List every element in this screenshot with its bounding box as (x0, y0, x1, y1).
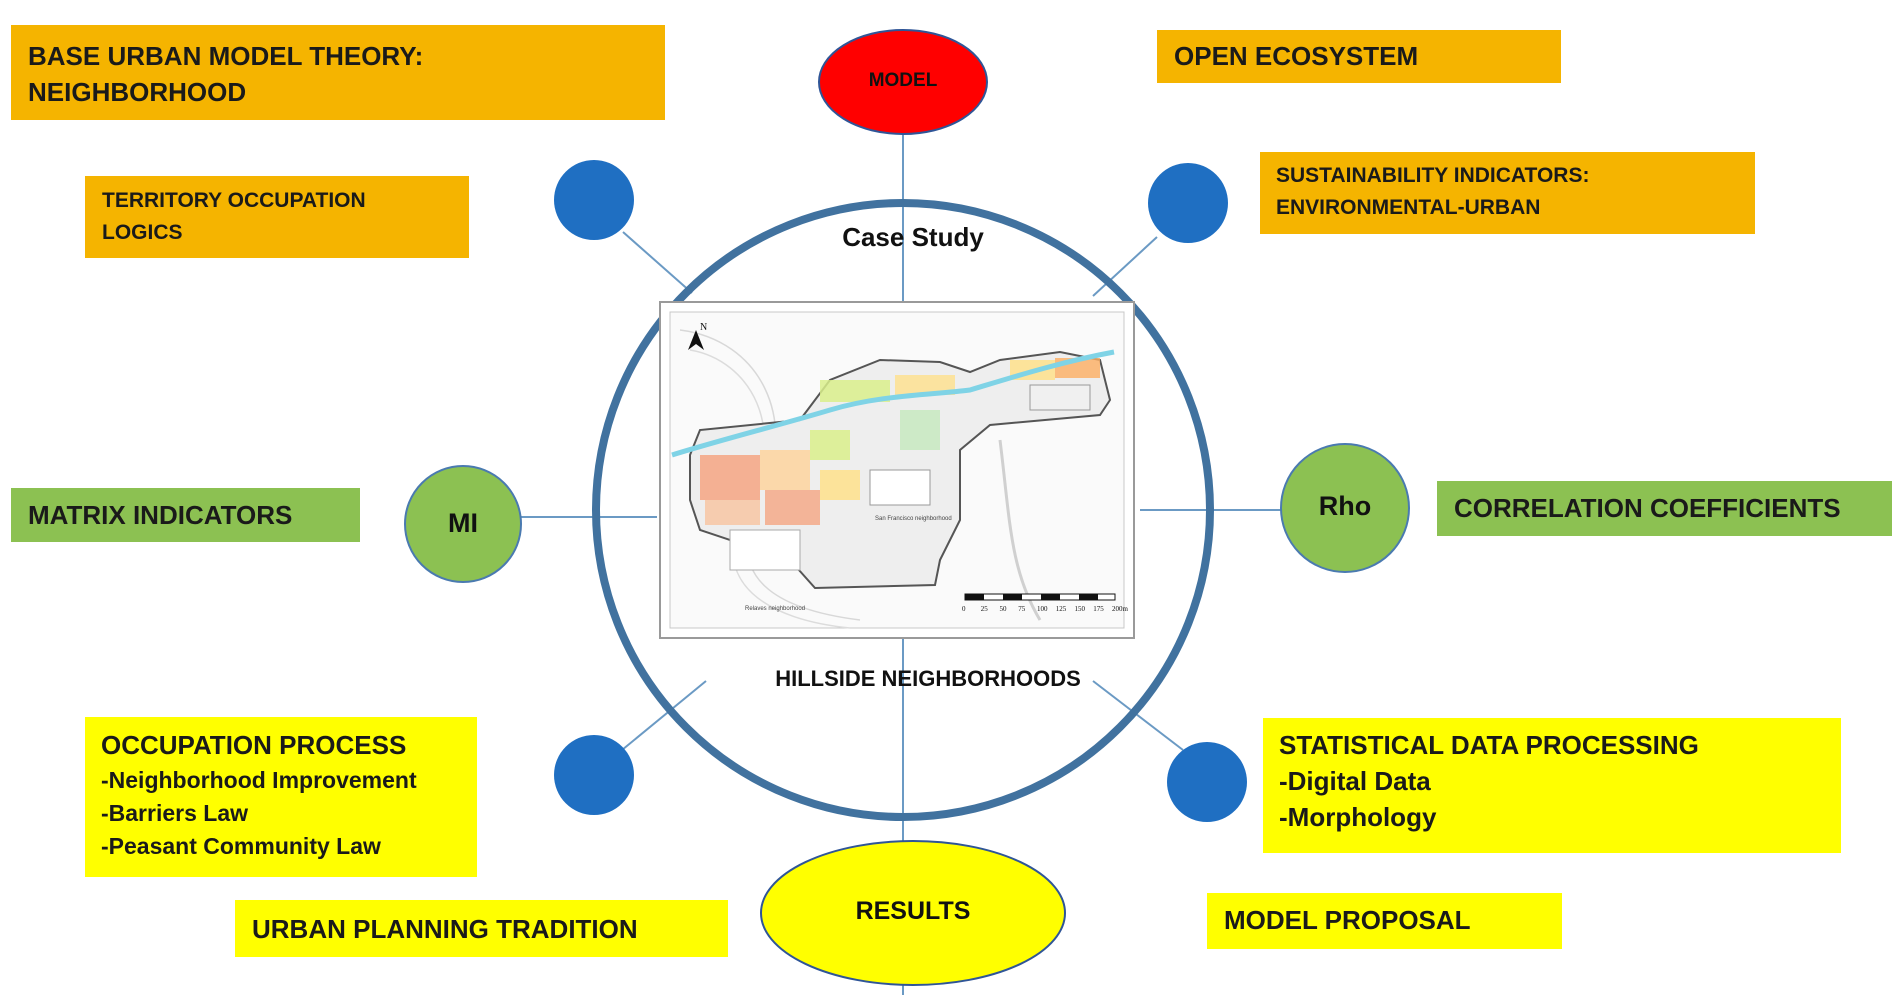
parcel-block (700, 455, 760, 500)
mi-node (404, 465, 522, 583)
parcel-block (900, 410, 940, 450)
rho-node (1280, 443, 1410, 573)
scale-bar-segment (965, 594, 984, 600)
territory-occupation-box: TERRITORY OCCUPATION LOGICS (85, 176, 469, 258)
statistical-processing-line: STATISTICAL DATA PROCESSING (1279, 730, 1699, 760)
hillside-neighborhoods-label: HILLSIDE NEIGHBORHOODS (775, 666, 1081, 691)
statistical-processing-line: -Morphology (1279, 802, 1437, 832)
blue-node-top-left (554, 160, 634, 240)
results-label: RESULTS (855, 897, 971, 925)
map-scale-bar: 0 25 50 75 100 125 150 175 200m (962, 593, 1129, 613)
occupation-process-line: -Peasant Community Law (101, 833, 381, 859)
scale-tick-label: 200m (1112, 605, 1129, 613)
occupation-process-box: OCCUPATION PROCESS -Neighborhood Improvem… (85, 717, 477, 877)
connector-top-right (1092, 236, 1158, 297)
parcel-block (1029, 384, 1091, 411)
parcel-block (869, 469, 931, 506)
scale-bar-segment (1079, 594, 1098, 600)
case-study-title: Case Study (842, 222, 984, 252)
scale-tick-labels: 0 25 50 75 100 125 150 175 200m (962, 605, 1129, 613)
correlation-coefficients-box: CORRELATION COEFFICIENTS (1437, 481, 1892, 536)
parcel-block (705, 500, 760, 525)
open-ecosystem-line: OPEN ECOSYSTEM (1174, 41, 1419, 71)
connector-bottom-right (1092, 680, 1184, 751)
base-urban-model-line: BASE URBAN MODEL THEORY: (28, 41, 424, 71)
scale-tick-label: 75 (1018, 605, 1026, 613)
parcel-block (820, 380, 890, 402)
model-label: MODEL (868, 70, 938, 91)
urban-planning-tradition-line: URBAN PLANNING TRADITION (252, 914, 638, 944)
parcel-block (760, 450, 810, 490)
occupation-process-line: OCCUPATION PROCESS (101, 730, 407, 760)
connector-top-left (622, 231, 693, 294)
map-river (671, 349, 1115, 458)
occupation-process-line: -Barriers Law (101, 800, 249, 826)
north-label: N (700, 322, 707, 333)
scale-tick-label: 50 (1000, 605, 1008, 613)
correlation-coefficients-line: CORRELATION COEFFICIENTS (1454, 493, 1841, 523)
map-contour (998, 439, 1042, 621)
sustainability-indicators-line: ENVIRONMENTAL-URBAN (1276, 196, 1541, 219)
map-area-label: San Francisco neighborhood (875, 516, 952, 522)
connector-bottom-left (621, 680, 707, 751)
sustainability-indicators-line: SUSTAINABILITY INDICATORS: (1276, 164, 1590, 187)
occupation-process-line: -Neighborhood Improvement (101, 767, 417, 793)
matrix-indicators-box: MATRIX INDICATORS (11, 488, 360, 542)
map-area-label: Relaves neighborhood (745, 606, 805, 612)
statistical-processing-line: -Digital Data (1279, 766, 1431, 796)
model-proposal-line: MODEL PROPOSAL (1224, 905, 1471, 935)
parcel-block (729, 529, 801, 571)
results-node (760, 840, 1066, 986)
parcel-block (820, 470, 860, 500)
mi-label: MI (448, 508, 478, 538)
territory-occupation-line: TERRITORY OCCUPATION (102, 189, 366, 212)
sustainability-indicators-box: SUSTAINABILITY INDICATORS: ENVIRONMENTAL-… (1260, 152, 1755, 234)
scale-bar-segment (1041, 594, 1060, 600)
blue-node-bottom-right (1167, 742, 1247, 822)
scale-tick-label: 175 (1093, 605, 1104, 613)
blue-node-bottom-left (554, 735, 634, 815)
base-urban-model-box: BASE URBAN MODEL THEORY: NEIGHBORHOOD (11, 25, 665, 120)
territory-occupation-line: LOGICS (102, 221, 183, 244)
urban-planning-tradition-box: URBAN PLANNING TRADITION (235, 900, 728, 957)
scale-tick-label: 25 (981, 605, 989, 613)
north-arrow-icon (688, 330, 704, 350)
case-study-ring (592, 199, 1214, 821)
scale-tick-label: 0 (962, 605, 966, 613)
scale-bar-segment (1003, 594, 1022, 600)
scale-tick-label: 100 (1037, 605, 1048, 613)
parcel-block (765, 490, 820, 525)
model-proposal-box: MODEL PROPOSAL (1207, 893, 1562, 949)
scale-tick-label: 150 (1075, 605, 1086, 613)
map-parcels (700, 358, 1100, 571)
rho-label: Rho (1318, 491, 1372, 521)
base-urban-model-line: NEIGHBORHOOD (28, 77, 247, 107)
parcel-block (895, 375, 955, 395)
open-ecosystem-box: OPEN ECOSYSTEM (1157, 30, 1561, 83)
case-study-map: N 0 25 50 75 100 125 150 175 200m San Francisco … (659, 301, 1135, 639)
model-node (818, 29, 988, 135)
parcel-block (810, 430, 850, 460)
matrix-indicators-line: MATRIX INDICATORS (28, 500, 293, 530)
statistical-processing-box: STATISTICAL DATA PROCESSING -Digital Data… (1263, 718, 1841, 853)
scale-tick-label: 125 (1056, 605, 1067, 613)
blue-node-top-right (1148, 163, 1228, 243)
